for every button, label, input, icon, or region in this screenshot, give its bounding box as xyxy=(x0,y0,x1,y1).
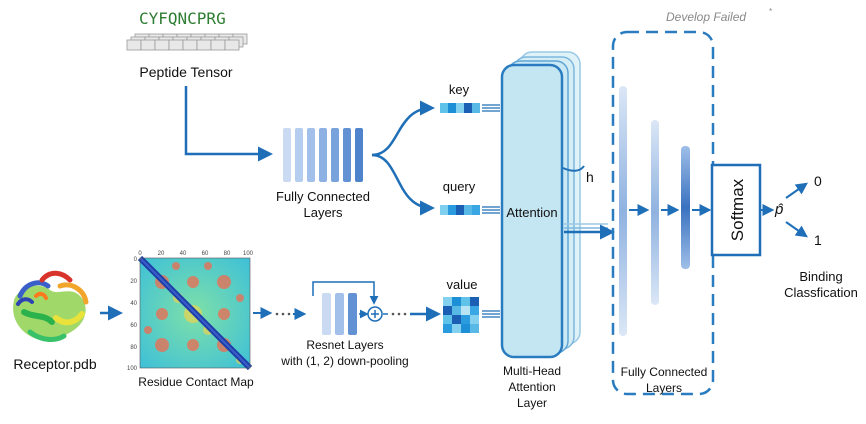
class-1-label: 1 xyxy=(814,232,822,248)
map-x-tick: 40 xyxy=(180,251,187,257)
key-vector xyxy=(440,103,480,113)
softmax-box xyxy=(710,163,762,257)
develop-failed-asterisk: * xyxy=(769,7,772,16)
fc-to-query-arrow xyxy=(371,153,435,216)
map-y-tick: 100 xyxy=(127,366,138,372)
resnet-label-line1: Resnet Layers xyxy=(306,338,383,352)
attention-stack xyxy=(500,51,581,359)
map-y-tick: 20 xyxy=(130,279,137,285)
class-0-label: 0 xyxy=(814,173,822,189)
binding-label-line2: Classfication xyxy=(784,285,858,300)
p-hat-label: p̂ xyxy=(774,201,784,218)
attention-caption-line2: Attention xyxy=(508,380,555,394)
map-x-tick: 20 xyxy=(158,251,165,257)
attention-caption-line1: Multi-Head xyxy=(503,364,561,378)
ellipsis-right xyxy=(391,312,407,316)
resnet-label-line2: with (1, 2) down-pooling xyxy=(280,354,408,368)
peptide-tensor-label: Peptide Tensor xyxy=(139,64,232,80)
develop-failed-note: Develop Failed xyxy=(666,10,746,24)
heads-brace xyxy=(562,165,585,172)
fc-right-label-line1: Fully Connected xyxy=(621,365,708,379)
receptor-label: Receptor.pdb xyxy=(13,356,96,372)
fc-right-dashed-box xyxy=(611,30,715,396)
receptor-protein-image xyxy=(13,270,89,342)
query-label: query xyxy=(443,179,476,194)
attention-to-fc-arrow xyxy=(564,223,615,240)
attention-caption-line3: Layer xyxy=(517,396,547,410)
map-x-tick: 60 xyxy=(202,251,209,257)
value-matrix xyxy=(443,297,479,333)
phat-to-1-arrow xyxy=(785,221,808,238)
peptide-tensor-icon xyxy=(126,33,248,51)
fc-to-key-arrow xyxy=(371,100,435,157)
heads-label: h xyxy=(586,169,594,185)
map-y-tick: 40 xyxy=(130,301,137,307)
fc-top-block xyxy=(283,128,363,182)
fc-top-label-line2: Layers xyxy=(303,205,343,220)
fc-right-layers xyxy=(619,86,690,336)
binding-label-line1: Binding xyxy=(799,269,842,284)
map-x-tick: 0 xyxy=(138,251,142,257)
fc-top-label-line1: Fully Connected xyxy=(276,189,370,204)
ellipsis-left xyxy=(275,312,291,316)
resnet-skip-connection xyxy=(312,281,379,305)
map-x-tick: 100 xyxy=(243,251,254,257)
query-vector xyxy=(440,205,480,215)
map-x-tick: 80 xyxy=(224,251,231,257)
value-label: value xyxy=(446,277,477,292)
peptide-to-fc-arrow xyxy=(184,86,273,162)
peptide-sequence: CYFQNCPRG xyxy=(139,9,226,28)
qkv-connectors xyxy=(482,104,500,318)
map-y-tick: 60 xyxy=(130,323,137,329)
softmax-label: Softmax xyxy=(728,178,747,241)
map-y-tick: 0 xyxy=(134,257,138,263)
residual-sum-node xyxy=(367,306,383,322)
attention-label: Attention xyxy=(506,205,557,220)
contact-map-ticks: 0 20 40 60 80 100 0 20 40 60 80 100 xyxy=(127,251,254,372)
key-label: key xyxy=(449,82,470,97)
resnet-block xyxy=(322,293,357,335)
phat-to-0-arrow xyxy=(785,182,808,199)
contact-map xyxy=(137,255,253,371)
contact-map-label: Residue Contact Map xyxy=(138,375,254,389)
fc-right-label-line2: Layers xyxy=(646,381,682,395)
map-y-tick: 80 xyxy=(130,345,137,351)
